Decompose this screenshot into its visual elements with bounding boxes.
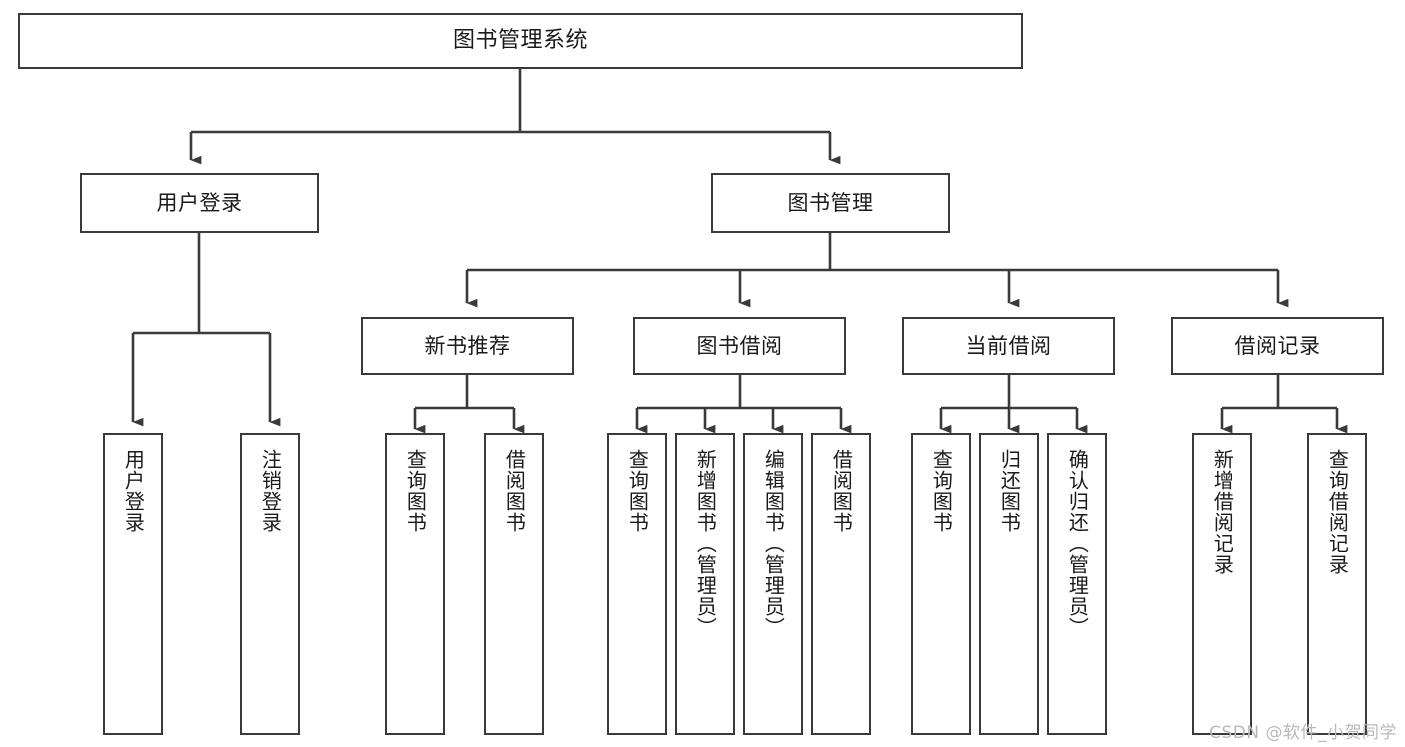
leaf-query-book-borrow[interactable]: 查询图书 xyxy=(607,433,667,735)
leaf-query-book-recommend[interactable]: 查询图书 xyxy=(385,433,445,735)
node-borrow-record[interactable]: 借阅记录 xyxy=(1171,317,1384,375)
node-label: 注销登录 xyxy=(258,449,283,533)
node-label: 新增图书（管理员） xyxy=(693,449,718,638)
node-label: 确认归还（管理员） xyxy=(1065,449,1090,638)
leaf-query-book-current[interactable]: 查询图书 xyxy=(911,433,971,735)
leaf-user-login[interactable]: 用户登录 xyxy=(103,433,163,735)
node-label: 图书借阅 xyxy=(696,333,783,358)
node-label: 查询图书 xyxy=(625,449,650,533)
leaf-return-book[interactable]: 归还图书 xyxy=(979,433,1039,735)
node-root-system[interactable]: 图书管理系统 xyxy=(18,13,1023,69)
leaf-borrow-book[interactable]: 借阅图书 xyxy=(811,433,871,735)
node-label: 借阅记录 xyxy=(1234,333,1321,358)
leaf-borrow-book-recommend[interactable]: 借阅图书 xyxy=(484,433,544,735)
node-label: 用户登录 xyxy=(121,449,146,533)
node-new-book-recommend[interactable]: 新书推荐 xyxy=(361,317,574,375)
csdn-watermark: CSDN @软件_小贺同学 xyxy=(1209,723,1397,743)
leaf-query-borrow-record[interactable]: 查询借阅记录 xyxy=(1307,433,1367,735)
node-label: 图书管理系统 xyxy=(452,28,588,54)
node-label: 借阅图书 xyxy=(829,449,854,533)
node-label: 编辑图书（管理员） xyxy=(761,449,786,638)
node-label: 当前借阅 xyxy=(965,333,1052,358)
leaf-logout[interactable]: 注销登录 xyxy=(240,433,300,735)
node-label: 查询借阅记录 xyxy=(1325,449,1350,575)
node-label: 新增借阅记录 xyxy=(1210,449,1235,575)
leaf-confirm-return-admin[interactable]: 确认归还（管理员） xyxy=(1047,433,1107,735)
leaf-edit-book-admin[interactable]: 编辑图书（管理员） xyxy=(743,433,803,735)
leaf-add-borrow-record[interactable]: 新增借阅记录 xyxy=(1192,433,1252,735)
node-label: 查询图书 xyxy=(403,449,428,533)
node-book-borrow[interactable]: 图书借阅 xyxy=(633,317,846,375)
node-label: 用户登录 xyxy=(156,190,243,215)
node-label: 新书推荐 xyxy=(424,333,511,358)
node-current-borrow[interactable]: 当前借阅 xyxy=(902,317,1115,375)
node-label: 查询图书 xyxy=(929,449,954,533)
node-label: 归还图书 xyxy=(997,449,1022,533)
node-book-management[interactable]: 图书管理 xyxy=(711,173,950,233)
leaf-add-book-admin[interactable]: 新增图书（管理员） xyxy=(675,433,735,735)
node-label: 图书管理 xyxy=(787,190,874,215)
node-label: 借阅图书 xyxy=(502,449,527,533)
node-user-login[interactable]: 用户登录 xyxy=(80,173,319,233)
